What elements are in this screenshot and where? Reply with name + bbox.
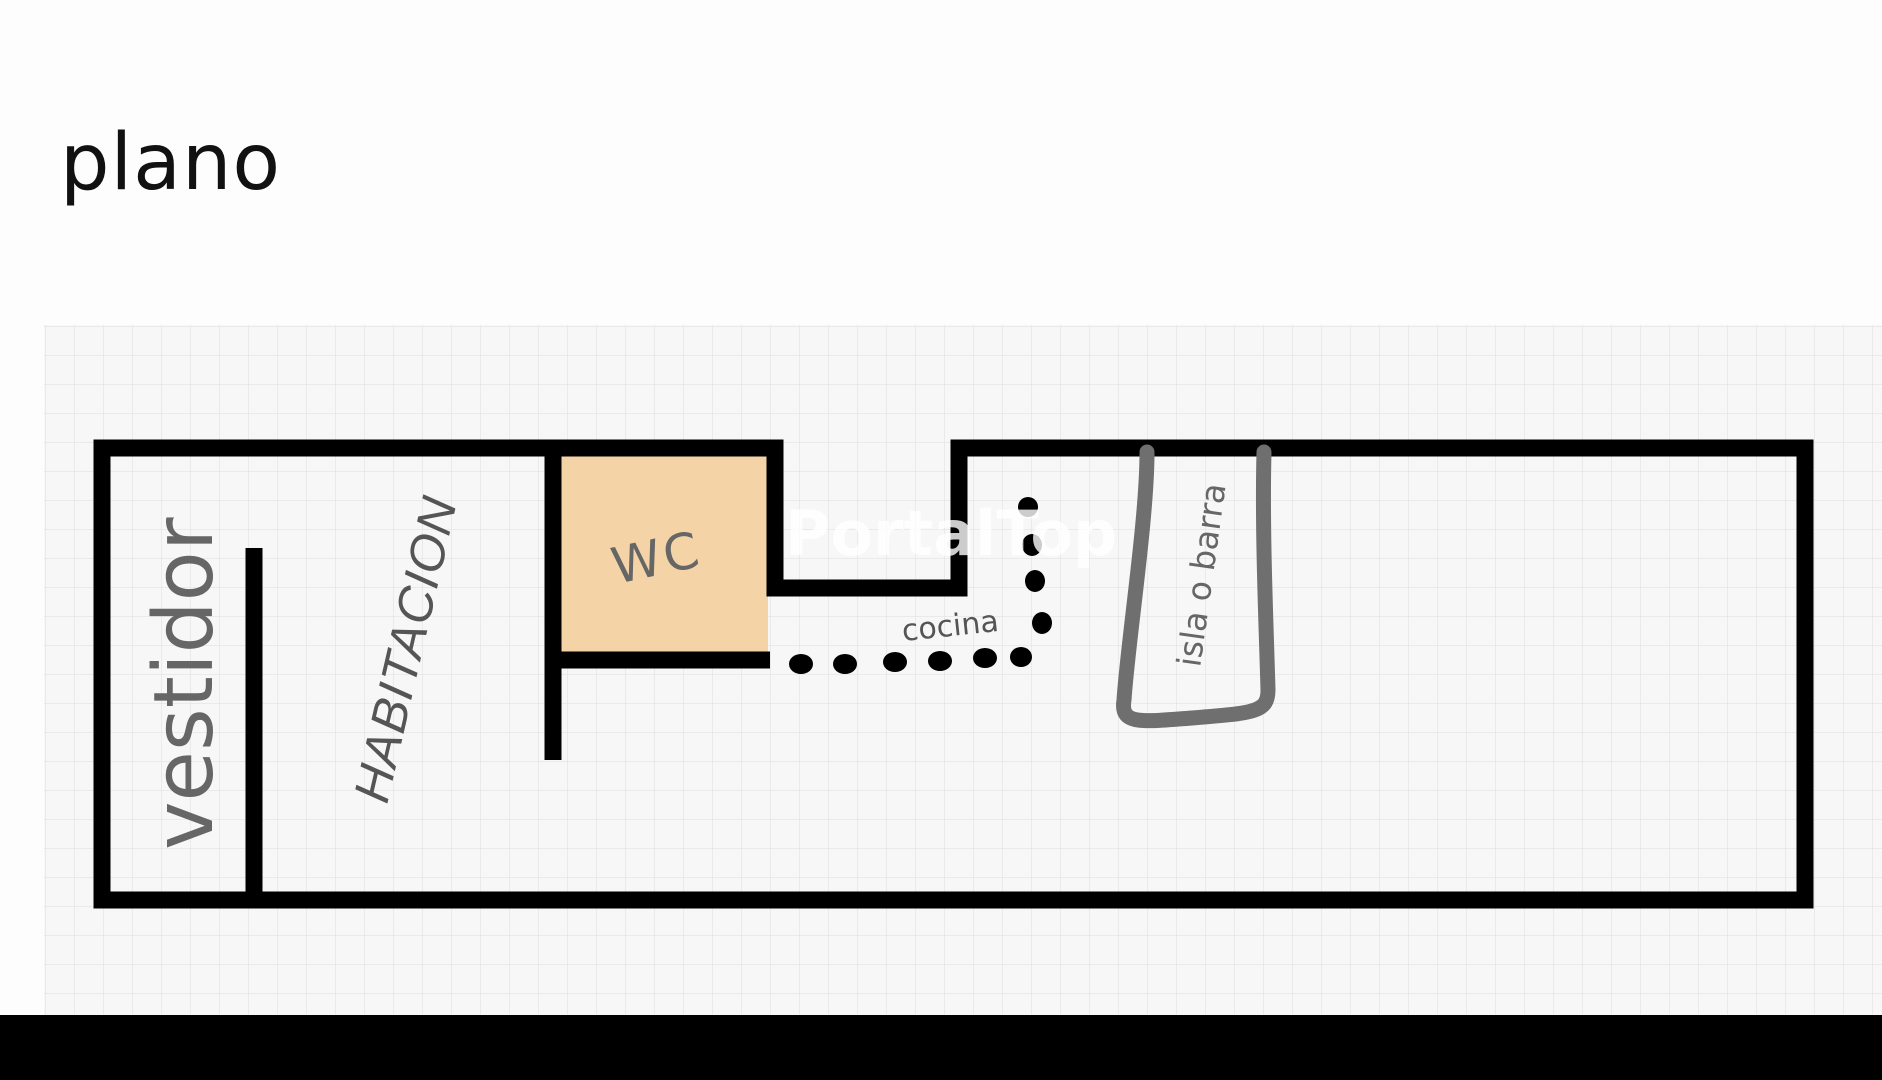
kitchen-counter-dots: [789, 497, 1052, 674]
wc-wall: [544, 448, 770, 760]
wc-room-fill: [553, 448, 768, 660]
vestidor-label: vestidor: [137, 517, 232, 850]
floor-plan: vestidor HABITACION WC cocina isla o bar…: [44, 325, 1882, 1015]
outer-wall: [93, 439, 1814, 909]
island-outline: [1116, 444, 1276, 729]
page-title: plano: [60, 118, 282, 208]
bottom-bar: [0, 1015, 1882, 1080]
watermark: PortalTop: [785, 497, 1117, 570]
grid-lines: [44, 325, 1882, 1015]
